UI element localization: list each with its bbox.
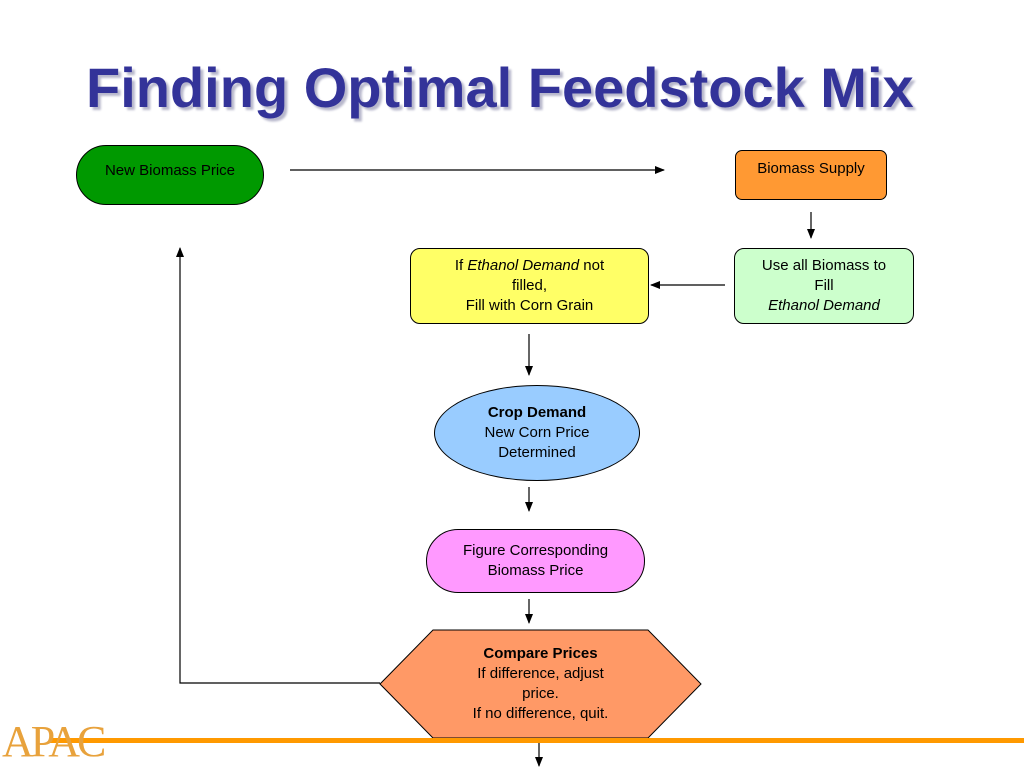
node-compare-line1: Compare Prices <box>483 645 598 662</box>
footer-divider <box>50 738 1024 743</box>
node-if-ethanol-suffix: not <box>579 257 605 274</box>
node-figure-line2: Biomass Price <box>487 562 584 579</box>
node-new-biomass-price-label: New Biomass Price <box>104 162 236 179</box>
node-use-all-line3: Ethanol Demand <box>768 297 880 314</box>
node-use-all-biomass: Use all Biomass to Fill Ethanol Demand <box>734 248 914 324</box>
node-if-ethanol-prefix: If <box>454 257 468 274</box>
node-new-biomass-price: New Biomass Price <box>76 145 264 205</box>
node-crop-demand: Crop Demand New Corn Price Determined <box>434 385 640 481</box>
node-figure-line1: Figure Corresponding <box>462 542 609 559</box>
node-compare-line3: price. <box>522 685 559 702</box>
node-crop-line3: Determined <box>498 444 576 461</box>
node-if-ethanol-line2: filled, <box>511 277 548 294</box>
node-use-all-line2: Fill <box>814 277 834 294</box>
node-if-ethanol-line1: If Ethanol Demand not <box>455 256 604 276</box>
node-biomass-supply-label: Biomass Supply <box>757 160 865 177</box>
node-compare-prices: Compare Prices If difference, adjust pri… <box>379 629 702 739</box>
node-crop-line2: New Corn Price <box>484 424 590 441</box>
node-biomass-supply: Biomass Supply <box>735 150 887 200</box>
page-title: Finding Optimal Feedstock Mix <box>86 56 914 119</box>
node-use-all-line1: Use all Biomass to <box>761 257 887 274</box>
node-if-ethanol-demand: If Ethanol Demand not filled, Fill with … <box>410 248 649 324</box>
node-if-ethanol-emph: Ethanol Demand <box>467 257 580 274</box>
apac-logo: APAC <box>2 718 106 766</box>
node-figure-biomass-price: Figure Corresponding Biomass Price <box>426 529 645 593</box>
node-compare-line2: If difference, adjust <box>477 665 604 682</box>
node-compare-line4: If no difference, quit. <box>472 705 609 722</box>
node-if-ethanol-line3: Fill with Corn Grain <box>465 297 594 314</box>
node-crop-line1: Crop Demand <box>487 404 587 421</box>
arrow-compare-loop-back <box>176 247 380 684</box>
